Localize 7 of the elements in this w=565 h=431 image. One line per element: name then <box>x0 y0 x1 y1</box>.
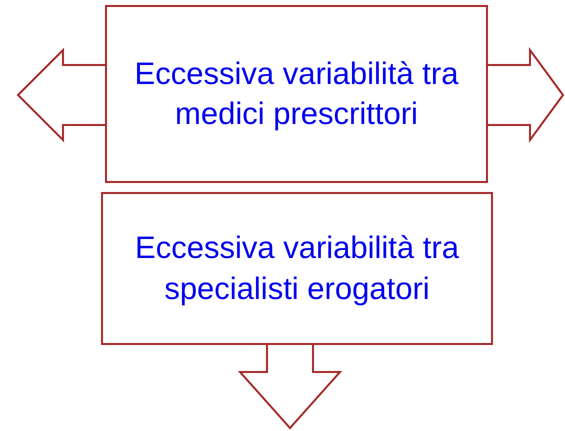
block-arrow <box>238 344 342 430</box>
block-arrow <box>487 46 564 144</box>
box-label: Eccessiva variabilità tra medici prescrittori <box>134 54 460 133</box>
box-label: Eccessiva variabilità tra specialisti erogatori <box>134 229 460 308</box>
text-box <box>101 192 493 345</box>
block-arrow <box>16 48 106 142</box>
text-box <box>105 5 488 183</box>
